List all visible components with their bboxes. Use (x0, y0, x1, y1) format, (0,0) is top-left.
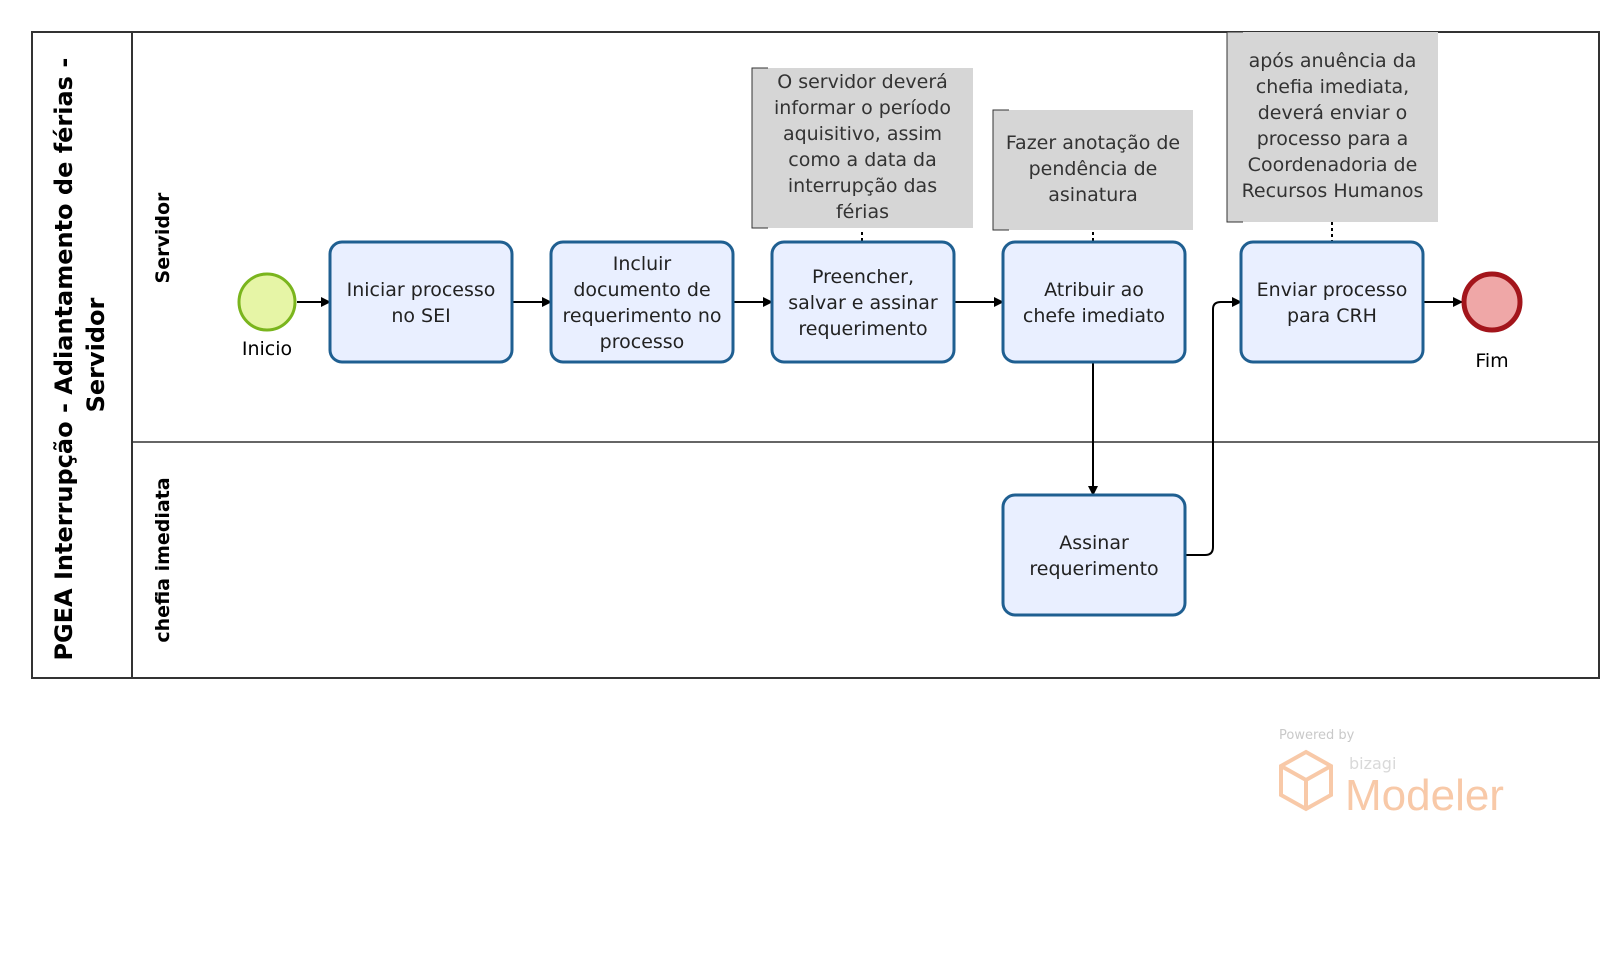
task-box[interactable] (770, 240, 956, 364)
task-box[interactable] (1239, 240, 1425, 364)
text-line: aquisitivo, assim (783, 123, 942, 145)
text-line: salvar e assinar (788, 292, 938, 314)
tasks: Iniciar processo no SEI Incluir documento d… (328, 240, 1425, 617)
bizagi-cube-logo (1279, 749, 1333, 812)
start-event: Inicio (237, 272, 297, 360)
annotation-a1: O servidor deverá informar o período aquis… (751, 67, 973, 229)
flow-t6-t5 (1185, 297, 1242, 556)
text-line: processo para a (1257, 128, 1409, 150)
task-t6[interactable]: Assinar requerimento (1001, 493, 1187, 617)
sequence-flows (297, 297, 1463, 556)
annotation-box (993, 110, 1193, 230)
lane-label-servidor: Servidor (152, 192, 174, 283)
start-event-circle (237, 272, 297, 332)
watermark-product: Modeler (1345, 771, 1504, 820)
task-t3[interactable]: Preencher, salvar e assinar requerimento (770, 240, 956, 364)
end-event-label: Fim (1475, 350, 1508, 372)
text-line: Incluir (613, 253, 672, 275)
text-line: férias (836, 201, 889, 223)
text-line: requerimento (798, 318, 927, 340)
text-line: processo (600, 331, 685, 353)
annotation-bracket (1226, 31, 1243, 223)
text-line: interrupção das (788, 175, 937, 197)
task-t1[interactable]: Iniciar processo no SEI (328, 240, 514, 364)
text-line: deverá enviar o (1258, 102, 1408, 124)
annotations: O servidor deverá informar o período aquis… (751, 31, 1438, 231)
task-box[interactable] (549, 240, 735, 364)
text-line: Assinar (1059, 532, 1129, 554)
annotation-box (752, 68, 973, 228)
text-line: Recursos Humanos (1242, 180, 1424, 202)
text-line: como a data da (788, 149, 936, 171)
text-line: asinatura (1048, 184, 1137, 206)
pool-title: PGEA Interrupção - Adiantamento de féria… (50, 49, 110, 660)
associations (861, 222, 1333, 242)
text-line: no SEI (391, 305, 450, 327)
text-line: O servidor deverá (777, 71, 948, 93)
task-t4[interactable]: Atribuir ao chefe imediato (1001, 240, 1187, 364)
annotation-a2: Fazer anotação de pendência de asinatura (992, 109, 1193, 231)
end-event-circle (1461, 271, 1523, 333)
task-t5[interactable]: Enviar processo para CRH (1239, 240, 1425, 364)
end-event: Fim (1461, 271, 1523, 372)
watermark-powered-by: Powered by (1279, 728, 1355, 743)
text-line: Fazer anotação de (1006, 132, 1180, 154)
text-line: após anuência da (1249, 50, 1417, 72)
annotation-bracket (992, 109, 1009, 231)
text-line: Preencher, (812, 266, 914, 288)
text-line: chefe imediato (1023, 305, 1165, 327)
text-line: chefia imediata, (1256, 76, 1409, 98)
task-box[interactable] (328, 240, 514, 364)
text-line: Enviar processo (1257, 279, 1408, 301)
bizagi-watermark: Powered by bizagi Modeler (1279, 728, 1504, 820)
text-line: requerimento (1029, 558, 1158, 580)
text-line: para CRH (1287, 305, 1377, 327)
text-line: Atribuir ao (1044, 279, 1144, 301)
text-line: documento de (573, 279, 710, 301)
text-line: pendência de (1029, 158, 1158, 180)
task-t2[interactable]: Incluir documento de requerimento no proces… (549, 240, 735, 364)
text-line: requerimento no (563, 305, 722, 327)
lane-label-chefia: chefia imediata (152, 477, 174, 642)
text-line: Iniciar processo (347, 279, 496, 301)
text-line: Coordenadoria de (1248, 154, 1418, 176)
task-box[interactable] (1001, 493, 1187, 617)
start-event-label: Inicio (242, 338, 292, 360)
annotation-bracket (751, 67, 768, 229)
task-box[interactable] (1001, 240, 1187, 364)
annotation-box (1227, 32, 1438, 222)
annotation-a3: após anuência da chefia imediata, deverá e… (1226, 31, 1438, 223)
watermark-brand: bizagi (1349, 754, 1396, 773)
text-line: informar o período (774, 97, 951, 119)
